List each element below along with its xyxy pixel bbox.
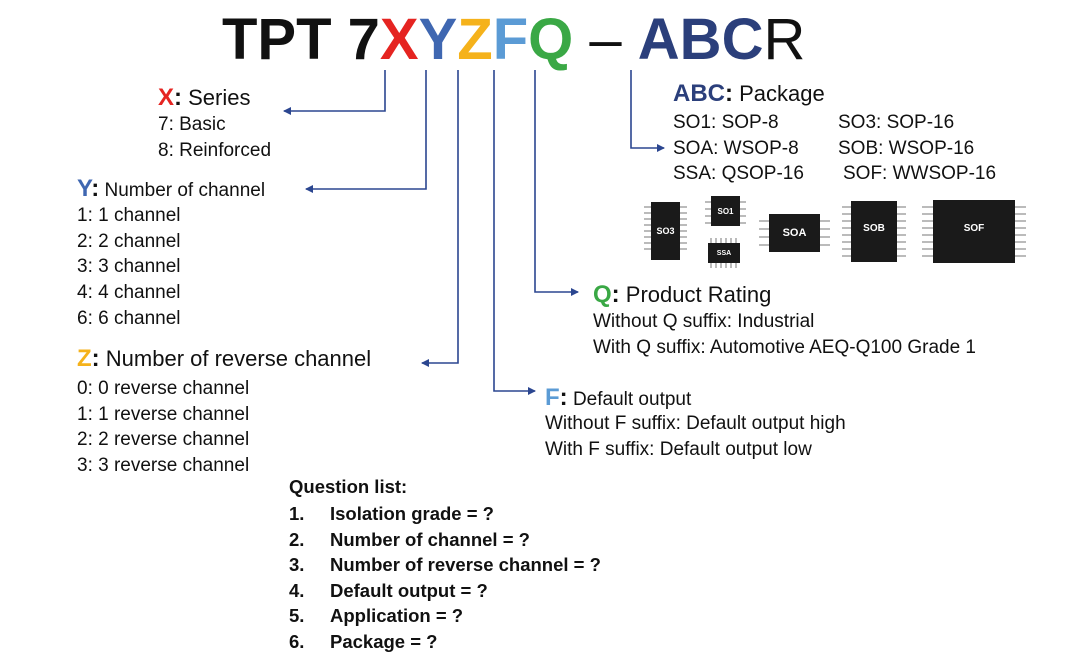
list-item: 5.Application = ?	[289, 605, 464, 627]
list-item: With Q suffix: Automotive AEQ-Q100 Grade…	[593, 336, 976, 358]
title-q: Q	[528, 7, 574, 72]
f-arrow	[493, 70, 536, 395]
list-item: 0: 0 reverse channel	[77, 378, 250, 399]
list-item: 2.Number of channel = ?	[289, 528, 530, 550]
list-item: 1.Isolation grade = ?	[289, 503, 494, 524]
package-so1-label: SO1	[717, 206, 734, 216]
package-sof-label: SOF	[963, 223, 985, 234]
package-so3-label: SO3	[656, 226, 675, 236]
package-sob-label: SOB	[863, 223, 885, 234]
package-soa-chip: SOA	[769, 214, 820, 252]
list-item: SOA: WSOP-8	[673, 137, 799, 159]
soa-pins	[759, 220, 830, 246]
abc-left-column: SO1: SOP-8 SOA: WSOP-8 SSA: QSOP-16	[673, 110, 838, 187]
list-item: 6: 6 channel	[77, 307, 181, 329]
list-item: SOF: WWSOP-16	[843, 163, 997, 185]
so1-pins	[705, 201, 746, 224]
z-heading: Z: Number of reverse channel	[77, 345, 372, 372]
ssa-pins	[710, 238, 737, 268]
list-item: SO1: SOP-8	[673, 112, 779, 133]
title-abc: ABC	[637, 7, 764, 72]
f-items: Without F suffix: Default output high Wi…	[545, 411, 846, 462]
package-sob-chip: SOB	[851, 201, 897, 262]
sob-pins	[842, 206, 906, 257]
package-so3-chip: SO3	[651, 202, 680, 260]
q-rating-block: Q: Product Rating Without Q suffix: Indu…	[593, 281, 976, 360]
title-prefix: TPT 7	[222, 7, 380, 72]
package-so1-chip: SO1	[711, 196, 740, 226]
title-r: R	[763, 7, 806, 72]
question-list-title: Question list:	[289, 476, 408, 497]
question-list: Question list: 1.Isolation grade = ? 2.N…	[289, 476, 601, 655]
y-arrow	[305, 70, 427, 193]
package-sof-chip: SOF	[933, 200, 1015, 263]
package-soa-label: SOA	[782, 227, 807, 239]
sof-pins	[922, 206, 1026, 257]
x-series-block: X: Series 7: Basic 8: Reinforced	[158, 84, 271, 163]
title-y: Y	[418, 7, 458, 72]
y-heading: Y: Number of channel	[77, 175, 266, 202]
title-dash: –	[573, 7, 638, 72]
z-arrow	[421, 70, 459, 367]
q-heading: Q: Product Rating	[593, 281, 772, 308]
list-item: 6.Package = ?	[289, 630, 438, 652]
f-output-block: F: Default output Without F suffix: Defa…	[545, 384, 846, 462]
list-item: 3: 3 channel	[77, 256, 181, 278]
z-reverse-channel-block: Z: Number of reverse channel 0: 0 revers…	[77, 345, 371, 479]
y-channel-block: Y: Number of channel 1: 1 channel 2: 2 c…	[77, 175, 265, 331]
title-z: Z	[457, 7, 493, 72]
abc-arrow	[630, 70, 665, 152]
title-f: F	[492, 7, 529, 72]
list-item: Without Q suffix: Industrial	[593, 311, 815, 332]
z-items: 0: 0 reverse channel 1: 1 reverse channe…	[77, 376, 371, 479]
y-items: 1: 1 channel 2: 2 channel 3: 3 channel 4…	[77, 203, 265, 331]
list-item: SO3: SOP-16	[838, 112, 955, 133]
list-item: 1: 1 reverse channel	[77, 403, 250, 425]
list-item: 4: 4 channel	[77, 282, 181, 304]
list-item: SSA: QSOP-16	[673, 163, 804, 185]
list-item: Without F suffix: Default output high	[545, 413, 846, 434]
list-item: With F suffix: Default output low	[545, 438, 812, 460]
abc-right-column: SO3: SOP-16 SOB: WSOP-16 SOF: WWSOP-16	[838, 110, 996, 187]
list-item: 3.Number of reverse channel = ?	[289, 554, 601, 576]
q-arrow	[534, 70, 579, 296]
abc-package-block: ABC: Package SO1: SOP-8 SOA: WSOP-8 SSA:…	[673, 80, 996, 187]
title-x: X	[379, 7, 419, 72]
x-heading: X: Series	[158, 84, 251, 111]
package-ssa-label: SSA	[716, 249, 732, 257]
question-items: 1.Isolation grade = ? 2.Number of channe…	[289, 501, 601, 655]
list-item: SOB: WSOP-16	[838, 137, 975, 159]
x-items: 7: Basic 8: Reinforced	[158, 112, 271, 163]
f-heading: F: Default output	[545, 384, 692, 411]
part-number-title: TPT 7XYZFQ – ABCR	[222, 6, 805, 73]
list-item: 8: Reinforced	[158, 139, 272, 161]
list-item: 1: 1 channel	[77, 205, 181, 226]
list-item: 2: 2 channel	[77, 230, 181, 252]
abc-heading: ABC: Package	[673, 80, 825, 107]
x-arrow	[283, 70, 386, 115]
abc-options: SO1: SOP-8 SOA: WSOP-8 SSA: QSOP-16 SO3:…	[673, 110, 996, 187]
list-item: 4.Default output = ?	[289, 579, 488, 601]
list-item: 2: 2 reverse channel	[77, 429, 250, 451]
package-ssa-chip: SSA	[708, 243, 740, 263]
list-item: 3: 3 reverse channel	[77, 455, 250, 477]
so3-pins	[644, 206, 687, 250]
q-items: Without Q suffix: Industrial With Q suff…	[593, 309, 976, 360]
list-item: 7: Basic	[158, 114, 226, 135]
